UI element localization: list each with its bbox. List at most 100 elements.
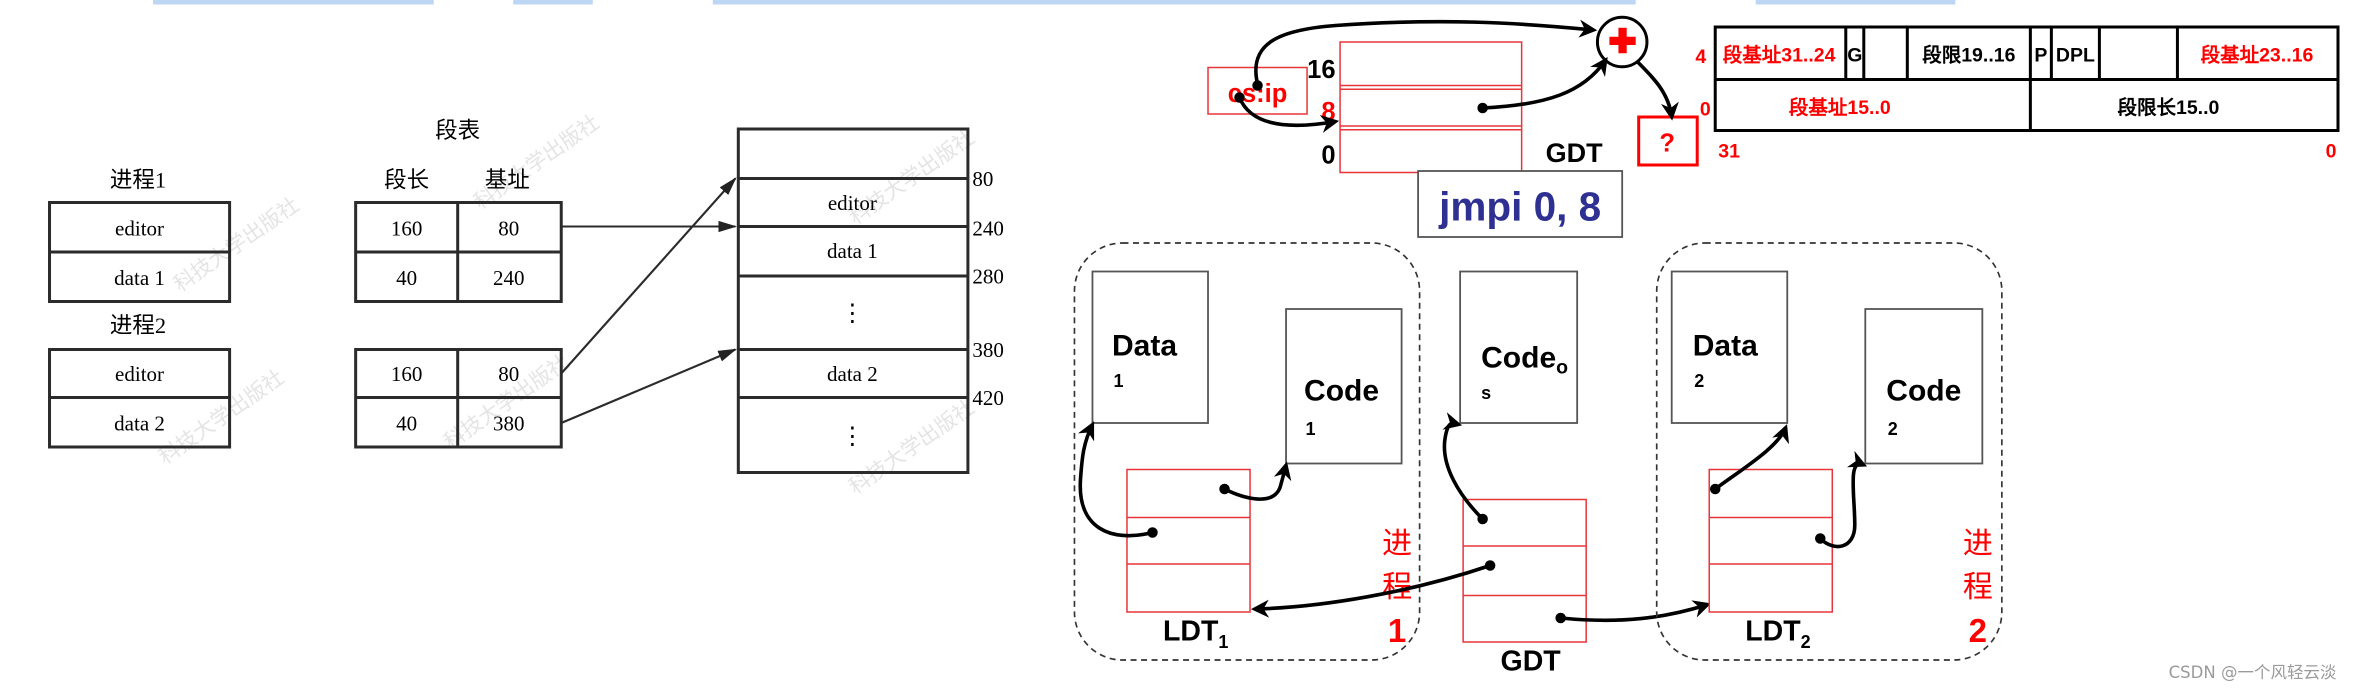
table-cell: 160: [391, 362, 423, 386]
process2-row: data 2: [114, 412, 165, 436]
process1-vertical-label: 进: [1382, 528, 1412, 561]
descriptor-cell: 段基址15..0: [1789, 96, 1891, 119]
credit-watermark: CSDN @一个风轻云淡: [2169, 663, 2337, 682]
code1-label: Code: [1304, 375, 1379, 408]
connector-dot: [1219, 483, 1230, 495]
descriptor-cell: DPL: [2056, 45, 2095, 67]
process1-boundary: [1073, 242, 1421, 661]
process1-row: data 1: [114, 266, 165, 290]
os-code-segment: [1459, 270, 1579, 424]
connector-dot: [1709, 483, 1721, 495]
code1-sub: 1: [1306, 419, 1316, 439]
process1-row: editor: [115, 217, 164, 241]
ldt2-to-code2-arrow: [1819, 450, 1868, 549]
process1-vertical-label: 1: [1388, 612, 1406, 649]
result-box: [1637, 115, 1699, 167]
process2-vertical-label: 进: [1963, 528, 1993, 561]
right-gdt-ldt-diagram: cs:ip 16 8 0 GDT jmpi 0, 8 ?: [1073, 15, 2340, 678]
memory-ellipsis: ⋮: [840, 424, 864, 450]
data1-label: Data: [1112, 330, 1177, 363]
data1-segment: [1091, 270, 1209, 424]
gdt-bottom-label: GDT: [1501, 646, 1562, 678]
adder-to-result-arrow: [1635, 60, 1679, 121]
selection-bar: [1755, 0, 1956, 5]
ldt2-table: [1708, 468, 1834, 613]
gdt-to-ldt2-arrow: [1560, 600, 1712, 623]
connector-dot: [1555, 612, 1566, 624]
descriptor-cell: G: [1847, 45, 1862, 67]
plus-icon: [1609, 27, 1636, 54]
process1-segment-list: editor data 1: [48, 201, 232, 303]
process2-vertical-label: 程: [1963, 571, 1993, 604]
selection-bar: [712, 0, 1636, 5]
ldt2-label: LDT2: [1745, 616, 1810, 652]
memory-segment: editor: [828, 191, 877, 215]
watermark-text: 科技大学出版社: [844, 395, 978, 499]
code1-segment: [1285, 308, 1403, 465]
process2-vertical-label: 2: [1969, 612, 1987, 649]
connector-dot: [1147, 527, 1158, 538]
process1-group: Data 1 Code 1 LDT1 进 程 1: [1073, 242, 1421, 661]
memory-address: 80: [972, 167, 993, 191]
instruction-text: jmpi 0, 8: [1438, 184, 1601, 230]
descriptor-cell: P: [2034, 45, 2047, 67]
table-cell: 380: [493, 412, 525, 436]
connector-dot: [1234, 92, 1245, 103]
segment-table-title: 段表: [435, 118, 480, 143]
memory-segment: data 1: [827, 239, 878, 263]
table-cell: 80: [498, 362, 519, 386]
mapping-arrow: [560, 348, 738, 424]
process2-group: Data 2 Code 2 LDT2 进 程 2: [1655, 242, 2003, 661]
segment-table-process1: 160 80 40 240: [354, 201, 563, 303]
code2-segment: [1864, 308, 1984, 465]
data1-sub: 1: [1113, 371, 1123, 391]
memory-address: 420: [972, 386, 1004, 410]
gdt-offset: 0: [1321, 142, 1335, 170]
process2-segment-list: editor data 2: [48, 348, 232, 449]
descriptor-row-label: 0: [1700, 99, 1711, 121]
segment-table-process2: 160 80 40 380: [354, 348, 563, 449]
descriptor-bit-label: 31: [1718, 141, 1740, 163]
gdt-offset: 16: [1307, 56, 1335, 84]
connector-dot: [1252, 80, 1263, 91]
descriptor-cell: 段基址31..24: [1723, 44, 1836, 67]
connector-dot: [1477, 513, 1488, 525]
connector-dot: [1815, 533, 1826, 544]
os-group: Codeo s GDT: [1250, 270, 1712, 678]
result-label: ?: [1659, 130, 1675, 158]
selection-bar: [153, 0, 434, 5]
os-code-label: Codeo: [1481, 342, 1568, 379]
table-cell: 40: [396, 266, 417, 290]
code2-sub: 2: [1888, 419, 1898, 439]
os-code-sub: s: [1481, 383, 1491, 403]
ldt2-to-data2-arrow: [1714, 424, 1789, 491]
selection-highlights: [153, 0, 1956, 5]
gdt-top-label: GDT: [1546, 138, 1604, 168]
gdt-to-ldt1-arrow: [1250, 563, 1491, 618]
descriptor-cell: 段基址23..16: [2201, 44, 2314, 67]
memory-address: 380: [972, 338, 1004, 362]
process1-label: 进程1: [110, 168, 166, 193]
table-cell: 80: [498, 217, 519, 241]
watermark-text: 科技大学出版社: [154, 365, 288, 469]
connector-dot: [1477, 102, 1488, 114]
descriptor-row-label: 4: [1695, 46, 1706, 68]
descriptor-cell: 段限19..16: [1922, 44, 2015, 67]
physical-memory: editor data 1 ⋮ data 2 ⋮ 80 240 280 380 …: [736, 127, 1004, 474]
data2-sub: 2: [1694, 371, 1704, 391]
process2-row: editor: [115, 362, 164, 386]
mapping-arrow: [560, 177, 737, 375]
watermark-text: 科技大学出版社: [169, 193, 303, 297]
table-cell: 240: [493, 266, 525, 290]
descriptor-cell: 段限长15..0: [2117, 96, 2219, 119]
gdt-to-adder-arrow: [1482, 57, 1608, 110]
process2-label: 进程2: [110, 313, 166, 338]
table-cell: 40: [396, 412, 417, 436]
segment-table-header-length: 段长: [384, 168, 429, 193]
memory-segment: data 2: [827, 362, 878, 386]
data2-segment: [1670, 270, 1789, 424]
process2-boundary: [1655, 242, 2003, 661]
left-segmentation-diagram: 科技大学出版社 科技大学出版社 科技大学出版社 科技大学出版社 科技大学出版社 …: [48, 110, 1004, 499]
cs-to-gdt-arrow: [1237, 96, 1340, 133]
